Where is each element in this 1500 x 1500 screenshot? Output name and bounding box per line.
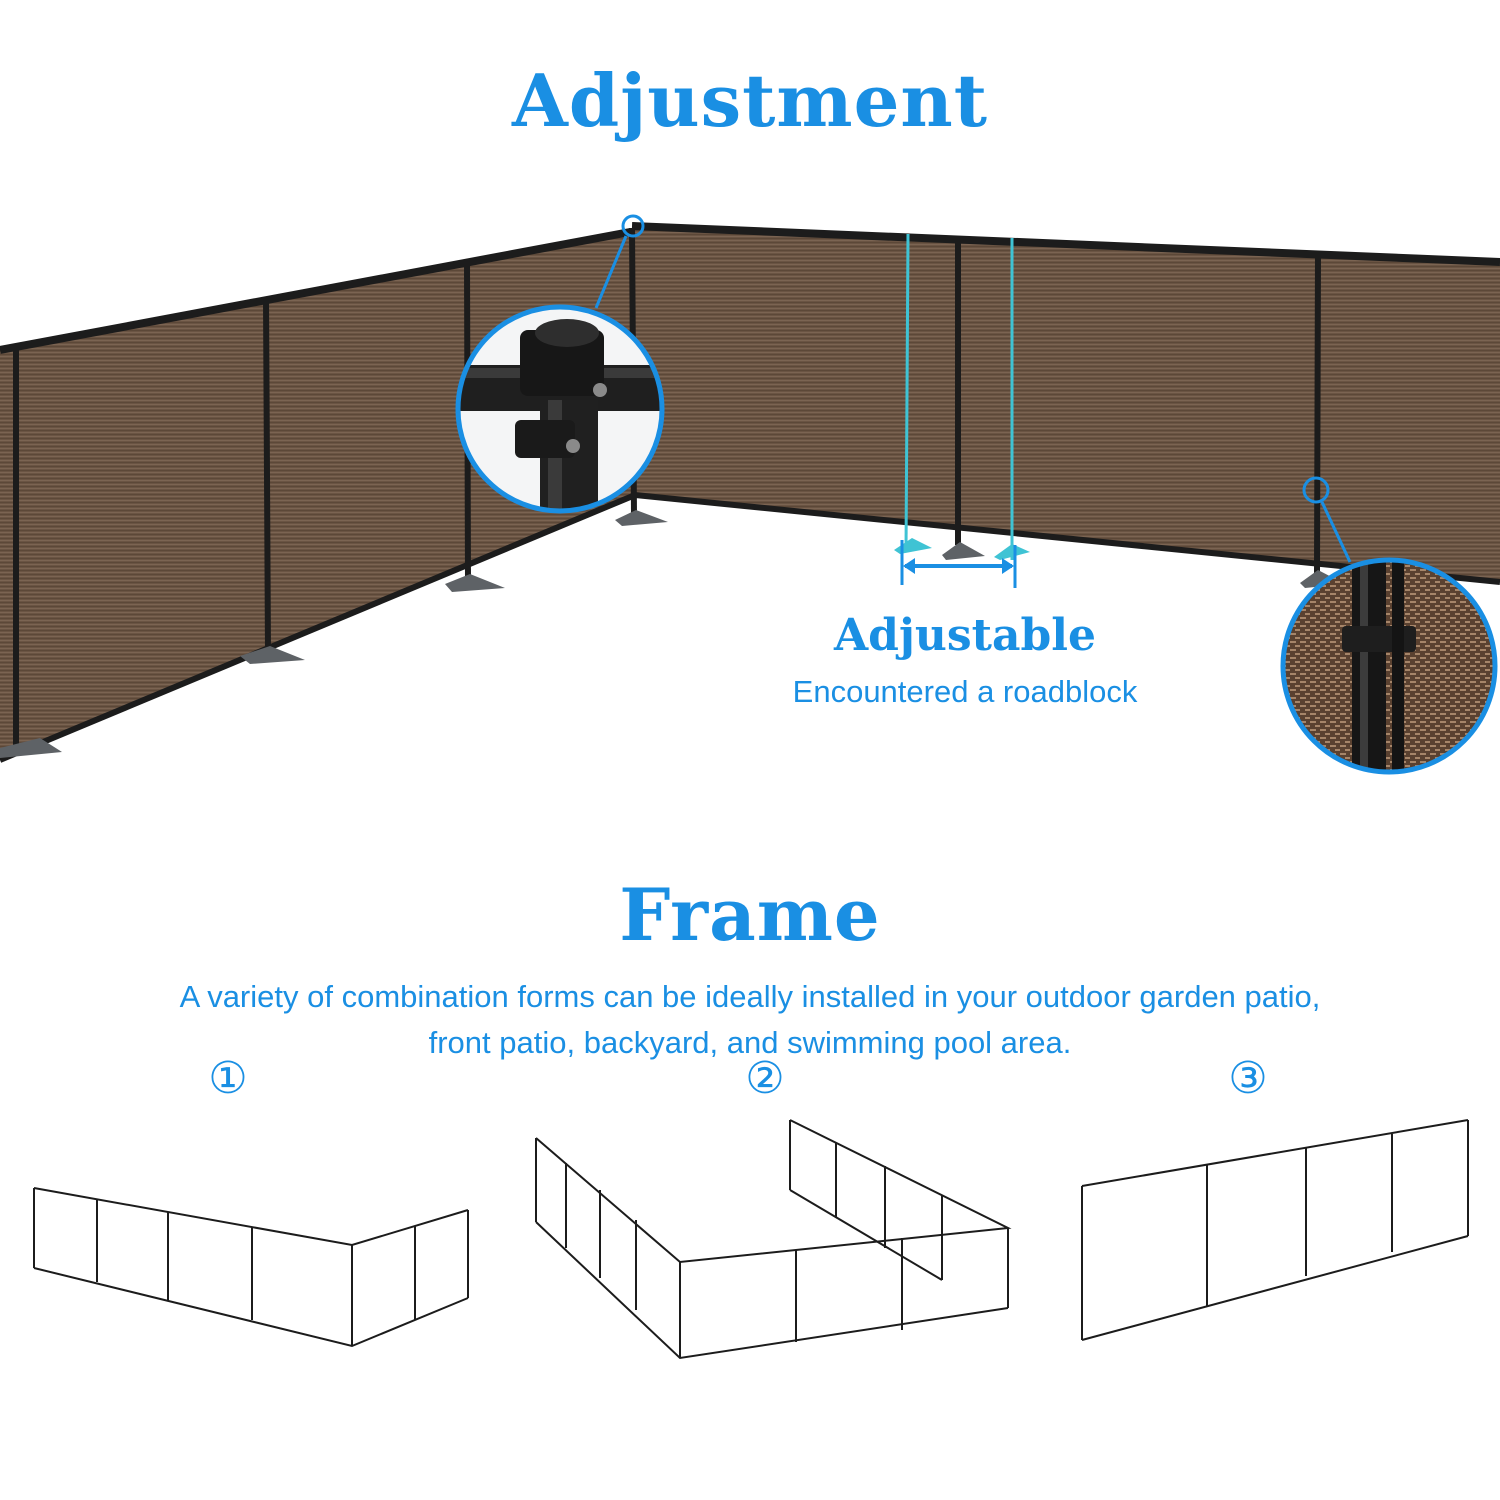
adjustment-heading: Adjustment bbox=[512, 58, 988, 143]
layout-label-3: ③ bbox=[1228, 1054, 1268, 1103]
frame-layout-1 bbox=[33, 1187, 469, 1348]
adjustable-label: Adjustable bbox=[834, 610, 1096, 661]
adjustable-indicator bbox=[894, 233, 1030, 588]
frame-layout-2 bbox=[535, 1119, 1012, 1360]
frame-description-line-1: A variety of combination forms can be id… bbox=[179, 979, 1321, 1014]
layout-label-2: ② bbox=[745, 1054, 785, 1103]
frame-description-line-2: front patio, backyard, and swimming pool… bbox=[428, 1025, 1072, 1060]
adjustable-subtitle: Encountered a roadblock bbox=[792, 674, 1138, 709]
frame-layout-3 bbox=[1081, 1119, 1469, 1341]
frame-heading: Frame bbox=[619, 872, 881, 957]
fence-feet bbox=[0, 510, 1345, 758]
right-fence-screen bbox=[631, 222, 1500, 585]
frame-description: A variety of combination forms can be id… bbox=[20, 974, 1480, 1066]
fence-posts bbox=[13, 227, 1321, 745]
clip-zoom-icon bbox=[1280, 476, 1498, 775]
layout-label-1: ① bbox=[208, 1054, 248, 1103]
corner-joint-zoom-icon bbox=[455, 214, 665, 514]
